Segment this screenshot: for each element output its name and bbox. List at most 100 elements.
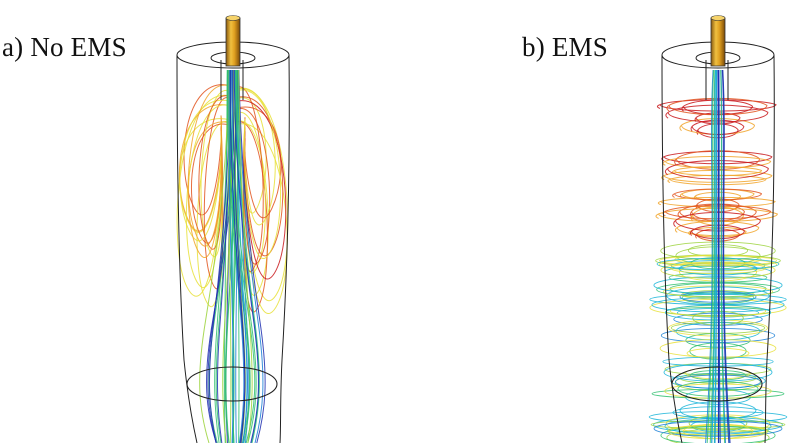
streamline (179, 99, 230, 242)
streamline (679, 291, 757, 303)
streamline (718, 69, 721, 443)
streamline (666, 428, 770, 443)
streamline (711, 69, 717, 443)
streamline (672, 188, 762, 201)
panel-a-vessel (176, 15, 290, 443)
streamline (694, 112, 741, 125)
streamline (236, 106, 282, 219)
streamline (228, 69, 234, 443)
panel-b-nozzle (710, 17, 726, 67)
panel-b-left-wall (661, 54, 683, 443)
streamline (676, 307, 760, 318)
streamline (663, 285, 773, 298)
streamline (653, 276, 783, 295)
streamline (675, 374, 761, 389)
streamline (232, 69, 246, 443)
streamline (689, 203, 745, 222)
streamline (656, 99, 777, 112)
streamline (696, 123, 739, 139)
streamline (721, 69, 730, 443)
streamline (720, 69, 726, 443)
streamline (662, 356, 774, 367)
streamline (187, 85, 230, 258)
streamline (229, 69, 257, 443)
streamline (238, 69, 266, 443)
streamline (236, 100, 287, 280)
streamline (179, 104, 230, 232)
streamline (673, 211, 761, 232)
panel-b-outline (661, 41, 775, 443)
streamline (706, 69, 715, 443)
streamline (224, 69, 238, 443)
streamline (658, 258, 778, 272)
panel-a-lower-ring (186, 366, 278, 402)
streamline (685, 332, 751, 348)
streamline (659, 339, 777, 358)
panel-b-right-wall (764, 54, 775, 443)
streamline (675, 322, 761, 341)
streamline (670, 321, 766, 334)
panel-b-label: b) EMS (522, 32, 608, 62)
streamline (203, 97, 230, 289)
streamline (664, 160, 769, 180)
streamline (692, 310, 744, 326)
streamline (650, 420, 786, 430)
streamline (236, 89, 282, 259)
streamline (662, 155, 772, 169)
streamline (722, 69, 731, 443)
streamline (689, 224, 745, 240)
streamline (656, 257, 780, 271)
streamline (688, 415, 748, 431)
streamline (690, 119, 745, 136)
streamline (677, 381, 759, 397)
streamline (663, 362, 773, 382)
streamline (656, 281, 780, 298)
streamline (229, 69, 235, 443)
streamline (667, 174, 767, 186)
streamline (660, 241, 776, 260)
streamline (196, 121, 230, 307)
streamline (648, 410, 788, 423)
panel-b-nozzle-top (710, 15, 726, 21)
streamline (235, 69, 260, 443)
streamline (198, 95, 230, 250)
streamline (677, 203, 757, 222)
panel-a-left-wall (176, 54, 198, 443)
streamline (705, 69, 714, 443)
streamline (664, 418, 772, 435)
panel-a-nozzle (225, 17, 241, 67)
streamline (655, 207, 778, 222)
streamline (657, 196, 776, 208)
streamline (237, 69, 264, 443)
streamline (669, 262, 767, 274)
streamline (660, 328, 776, 343)
panel-b-lower-ring (671, 366, 763, 402)
streamline (651, 388, 785, 399)
panel-a-right-wall (279, 54, 290, 443)
streamline (668, 319, 768, 337)
streamline (664, 362, 772, 376)
streamline (183, 84, 230, 216)
panel-a-label: a) No EMS (2, 32, 127, 62)
streamline (233, 69, 259, 443)
streamline (664, 304, 772, 321)
streamline (666, 286, 770, 306)
streamline (709, 69, 716, 443)
streamline (651, 297, 785, 313)
streamline (666, 97, 768, 116)
streamline (661, 150, 773, 165)
streamline (679, 118, 755, 135)
streamline (176, 95, 230, 297)
streamline (653, 420, 783, 437)
streamline (695, 198, 740, 213)
streamline (668, 424, 768, 440)
streamline (238, 69, 253, 443)
streamline (681, 99, 753, 116)
streamline (678, 262, 758, 282)
streamline (228, 69, 232, 443)
streamline (660, 261, 776, 279)
streamline (695, 228, 740, 242)
panel-a-nozzle-top (225, 15, 241, 21)
streamline (714, 69, 718, 443)
